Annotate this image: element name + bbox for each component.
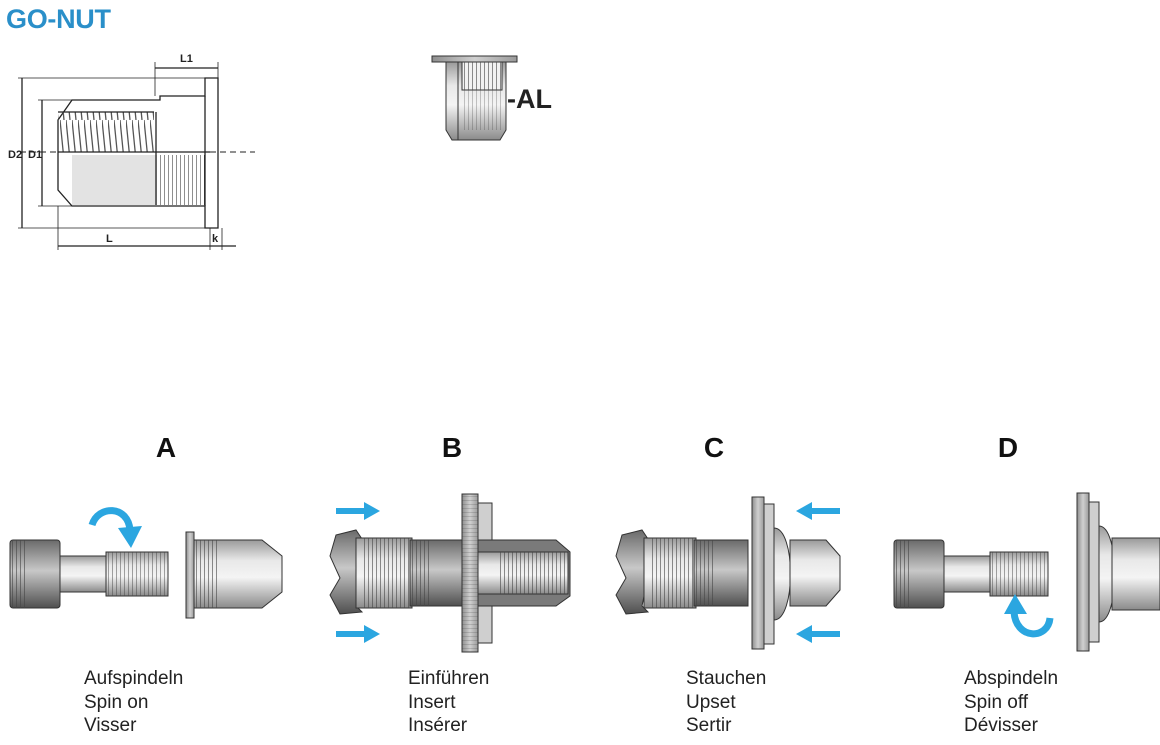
dim-label-d1: D1 xyxy=(28,149,42,161)
dim-label-k: k xyxy=(212,233,219,245)
step-b-letter: B xyxy=(441,432,463,463)
dim-label-d2: D2 xyxy=(8,149,22,161)
step-c-illustration xyxy=(615,496,841,650)
step-c-caption-en: Upset xyxy=(686,691,736,713)
rotate-arrow-icon-a xyxy=(88,507,142,548)
page-title: GO-NUT xyxy=(6,4,111,34)
step-a-caption: Aufspindeln Spin on Visser xyxy=(84,667,183,738)
step-a-caption-en: Spin on xyxy=(84,691,149,713)
step-b-illustration xyxy=(329,493,571,653)
step-b-caption: Einführen Insert Insérer xyxy=(408,667,489,738)
step-d-caption-fr: Dévisser xyxy=(964,715,1038,736)
push-arrow-icon-b-top xyxy=(336,502,380,520)
push-arrow-icon-c-bottom xyxy=(796,625,840,643)
step-b-caption-en: Insert xyxy=(408,691,456,713)
step-a-illustration xyxy=(9,531,283,619)
technical-drawing xyxy=(18,62,255,250)
variant-label: -AL xyxy=(507,84,552,114)
step-c-letter: C xyxy=(703,432,725,463)
push-arrow-icon-b-bottom xyxy=(336,625,380,643)
step-c-caption-de: Stauchen xyxy=(686,668,767,689)
step-d-caption: Abspindeln Spin off Dévisser xyxy=(964,667,1058,738)
step-d-illustration xyxy=(893,492,1160,652)
step-d-letter: D xyxy=(997,432,1019,463)
step-c-caption-fr: Sertir xyxy=(686,715,732,736)
step-b-caption-fr: Insérer xyxy=(408,715,468,736)
step-d-caption-en: Spin off xyxy=(964,691,1029,713)
step-c-caption: Stauchen Upset Sertir xyxy=(686,667,766,738)
al-variant-icon xyxy=(431,55,518,141)
rotate-arrow-icon-d xyxy=(1004,594,1054,638)
step-a-caption-fr: Visser xyxy=(84,715,137,736)
push-arrow-icon-c-top xyxy=(796,502,840,520)
step-a-letter: A xyxy=(155,432,177,463)
step-b-caption-de: Einführen xyxy=(408,668,490,689)
dim-label-l1: L1 xyxy=(180,53,193,65)
step-a-caption-de: Aufspindeln xyxy=(84,668,184,689)
step-d-caption-de: Abspindeln xyxy=(964,668,1059,689)
dim-label-l: L xyxy=(106,233,113,245)
